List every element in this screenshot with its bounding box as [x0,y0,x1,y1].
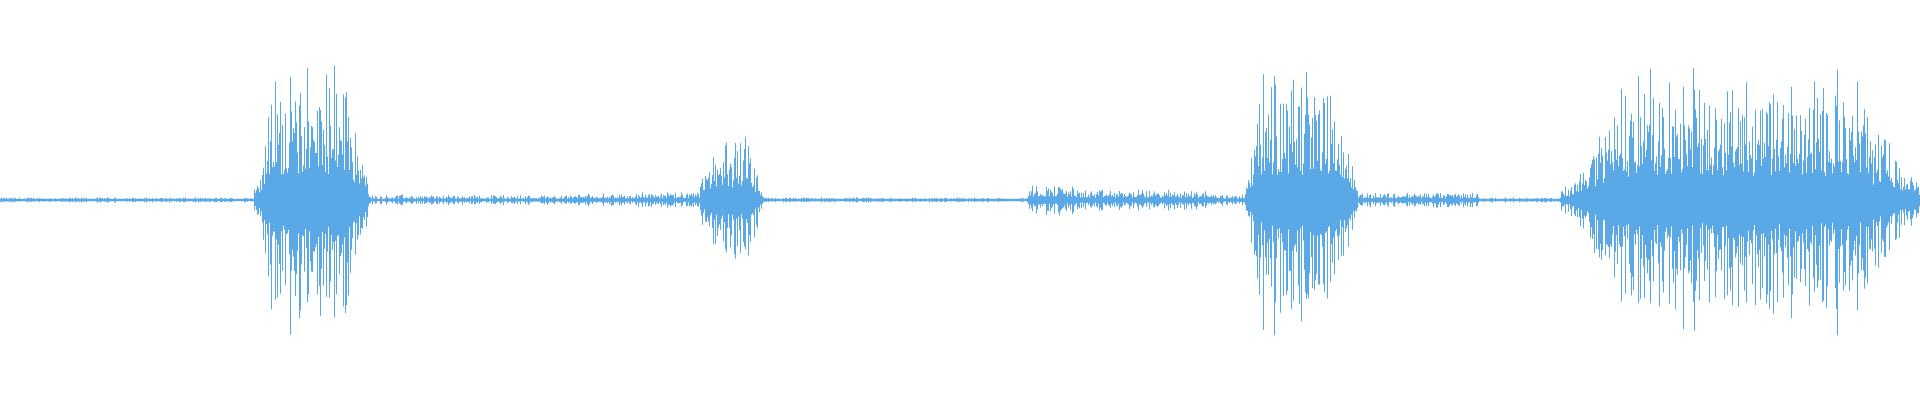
waveform-samples [0,65,1920,336]
